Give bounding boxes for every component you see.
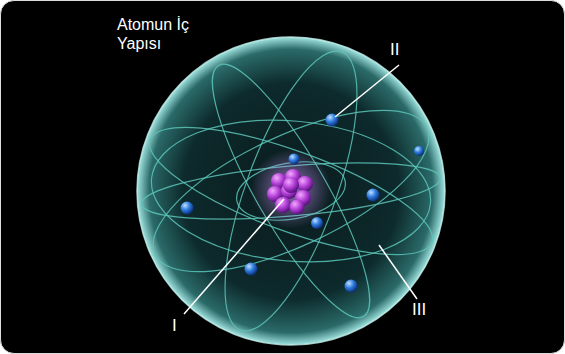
- electron-orbits: [132, 37, 450, 346]
- callout-number: I: [172, 316, 177, 336]
- callout-number: III: [412, 300, 426, 320]
- nucleus: [267, 169, 313, 215]
- callout-number: II: [390, 40, 399, 60]
- atom-sphere: [137, 37, 445, 345]
- leader-lines: [184, 65, 417, 314]
- diagram-title: Atomun İç Yapısı: [117, 15, 209, 53]
- electrons: [181, 114, 425, 293]
